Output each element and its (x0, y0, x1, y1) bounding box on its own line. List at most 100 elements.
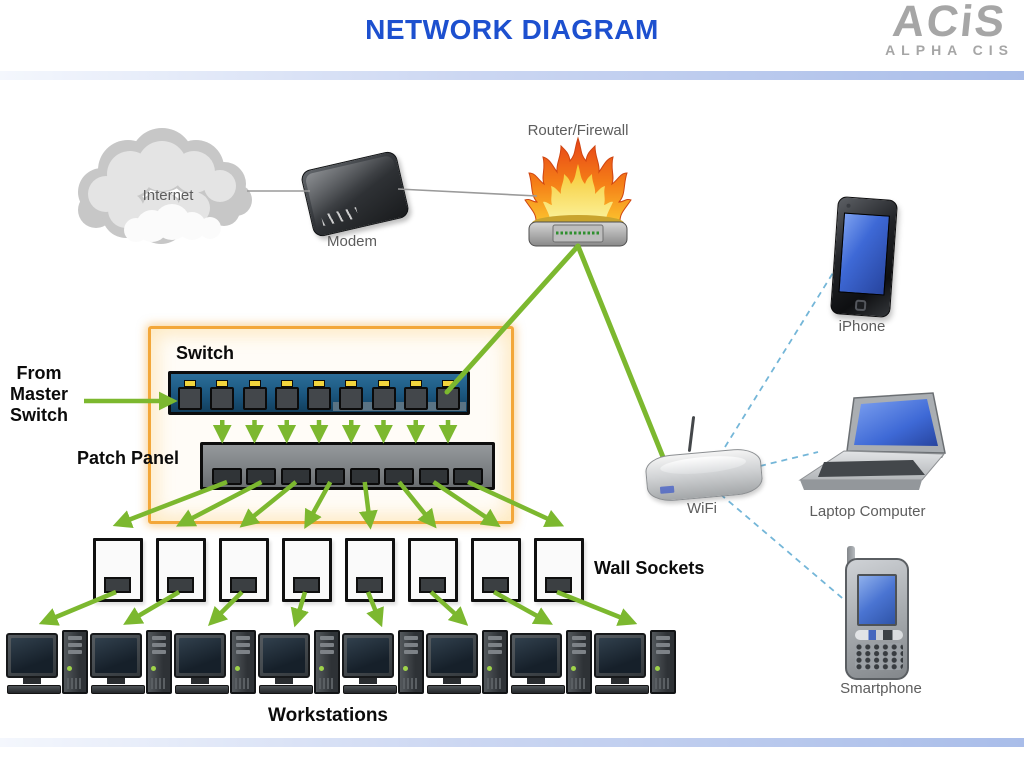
workstation-tower (146, 630, 172, 694)
wifi-body (644, 447, 764, 503)
wifi-router-device (644, 415, 764, 503)
patch-panel-port (349, 468, 380, 485)
switch-port (178, 387, 202, 410)
router-firewall-device (524, 136, 632, 247)
switch-port-led (377, 380, 390, 387)
tower-vent (319, 678, 335, 689)
laptop-screen (854, 399, 938, 446)
wall-socket (219, 538, 269, 602)
patch-panel-port (246, 468, 277, 485)
patch-panel-port (212, 468, 242, 485)
wall-socket (93, 538, 143, 602)
workstation (258, 630, 342, 708)
patch-panel-port (418, 468, 449, 485)
iphone-label: iPhone (838, 318, 886, 335)
wifi-label: WiFi (687, 500, 717, 517)
brand-logo: ACiS ALPHA CIS (885, 0, 1014, 58)
wall-socket (408, 538, 458, 602)
workstation (90, 630, 174, 708)
switch-port-led (345, 380, 358, 387)
switch-label: Switch (176, 343, 235, 363)
workstation (594, 630, 678, 708)
switch-port (403, 387, 428, 410)
keyboard (259, 685, 313, 694)
workstation-screen (515, 638, 557, 673)
top-divider (0, 71, 1024, 80)
workstation-tower (482, 630, 508, 694)
monitor-stand (527, 678, 545, 684)
switch-port (242, 387, 267, 410)
link-router-wifi (575, 243, 670, 470)
tower-vent (487, 678, 503, 689)
wall-socket-port (356, 577, 383, 593)
wall-socket-port (230, 577, 257, 593)
modem-led-ticks (320, 207, 359, 226)
wall-socket-port (167, 577, 194, 593)
monitor-stand (359, 678, 377, 684)
workstation-screen (11, 638, 53, 673)
laptop-keyboard (818, 460, 925, 477)
power-led (67, 666, 72, 671)
workstation-screen (179, 638, 221, 673)
workstation-screen (431, 638, 473, 673)
wall-socket-port (419, 577, 446, 593)
wall-socket-port (545, 577, 572, 593)
workstation-screen (599, 638, 641, 673)
keyboard (175, 685, 229, 694)
workstation (510, 630, 594, 708)
smartphone-keyboard (855, 643, 903, 670)
workstation-monitor (174, 633, 226, 678)
wall-socket (282, 538, 332, 602)
modem-device (299, 149, 411, 239)
laptop-front (800, 480, 922, 490)
keyboard (343, 685, 397, 694)
switch-port (210, 387, 235, 410)
monitor-stand (23, 678, 41, 684)
power-led (403, 666, 408, 671)
smartphone-antenna (847, 546, 855, 566)
workstation-tower (62, 630, 88, 694)
wall-socket (156, 538, 206, 602)
workstation-screen (263, 638, 305, 673)
smartphone-body (845, 558, 909, 680)
workstation-monitor (594, 633, 646, 678)
page-title: NETWORK DIAGRAM (365, 14, 659, 45)
patch-panel-port (384, 468, 415, 485)
tower-vent (403, 678, 419, 689)
workstation-tower (398, 630, 424, 694)
router-firewall-label: Router/Firewall (527, 122, 629, 139)
workstation-tower (566, 630, 592, 694)
tower-vent (151, 678, 167, 689)
switch-port-led (280, 380, 293, 387)
monitor-stand (611, 678, 629, 684)
modem-label: Modem (326, 233, 378, 250)
workstation-monitor (258, 633, 310, 678)
tower-vent (67, 678, 83, 689)
smartphone-device (845, 546, 909, 680)
patch-panel-device (200, 442, 495, 490)
workstation-monitor (6, 633, 58, 678)
monitor-stand (107, 678, 125, 684)
laptop-label: Laptop Computer (809, 503, 926, 520)
power-led (487, 666, 492, 671)
power-led (655, 666, 660, 671)
patch-panel-label: Patch Panel (77, 448, 180, 468)
workstation-monitor (342, 633, 394, 678)
tower-vent (571, 678, 587, 689)
switch-port (371, 387, 396, 410)
switch-port-led (184, 380, 196, 387)
switch-port-led (248, 380, 261, 387)
keyboard (511, 685, 565, 694)
switch-port (339, 387, 364, 410)
wall-socket (471, 538, 521, 602)
laptop-device (798, 392, 946, 490)
switch-port (436, 387, 460, 410)
wall-socket (534, 538, 584, 602)
workstation-tower (230, 630, 256, 694)
router-console (552, 224, 604, 243)
monitor-stand (191, 678, 209, 684)
switch-base-strip (332, 402, 466, 411)
smartphone-label: Smartphone (840, 680, 922, 697)
wall-socket-port (293, 577, 320, 593)
